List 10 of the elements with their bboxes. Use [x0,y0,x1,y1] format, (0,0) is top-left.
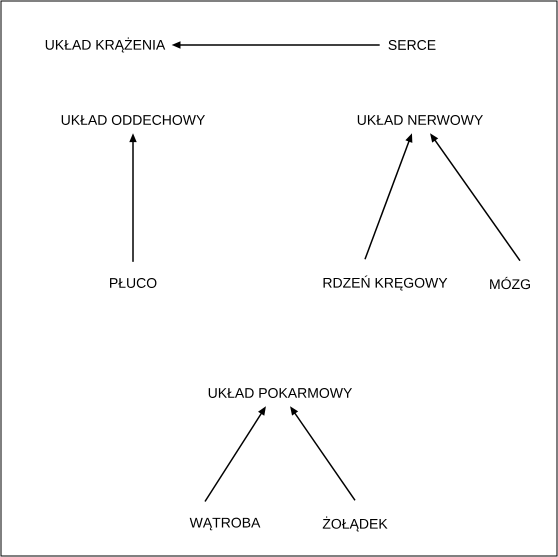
label-text: UKŁAD POKARMOWY [208,388,352,398]
label-text: RDZEŃ KRĘGOWY [324,275,448,291]
label-text: ŻOŁĄDEK [322,516,388,532]
label-text: UKŁAD NERWOWY [358,115,483,125]
label-text: MÓZG [490,276,530,290]
label-text: PŁUCO [110,278,156,288]
label-text: UKŁAD ODDECHOWY [62,115,206,125]
label-text: WĄTROBA [190,518,260,530]
label-text: SERCE [388,40,436,50]
label-text: UKŁAD KRĄŻENIA [46,38,166,52]
